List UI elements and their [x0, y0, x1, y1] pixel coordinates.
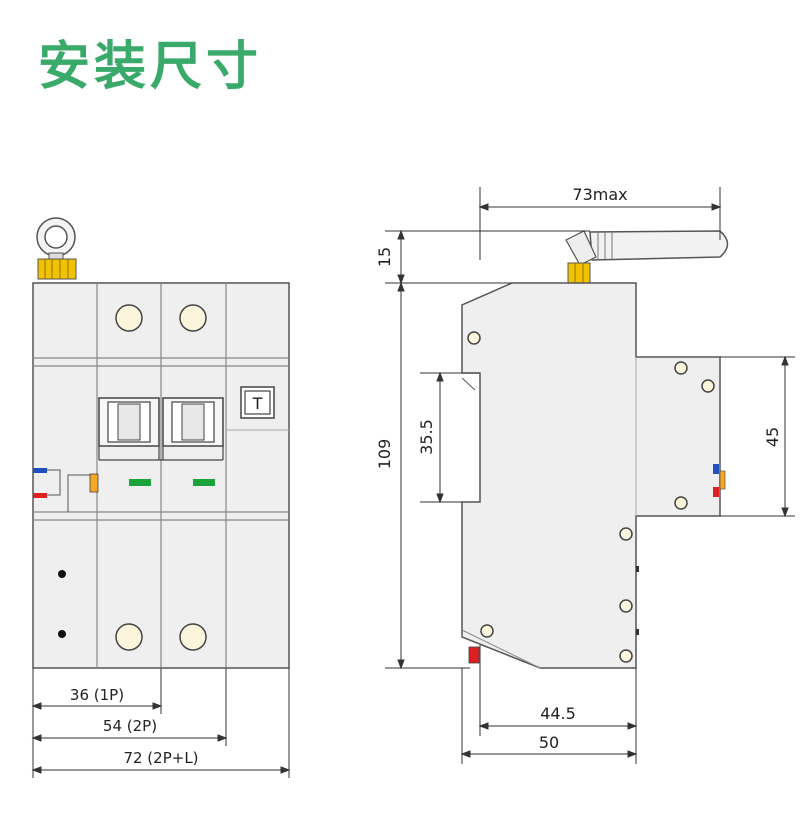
test-button: T: [240, 386, 275, 419]
status-indicator: [193, 479, 215, 486]
dimension-label: 109: [375, 439, 394, 470]
dimension-label: 44.5: [540, 704, 576, 723]
breaker-side-profile: [461, 282, 721, 669]
status-indicator: [129, 479, 151, 486]
dimension-label: 73max: [572, 185, 627, 204]
dimension-label: 45: [763, 427, 782, 447]
front-view: T 36 (1P) 54 (2P) 72 (2P+L): [31, 217, 291, 778]
page-title: 安装尺寸: [38, 37, 263, 97]
status-indicator: [89, 473, 99, 493]
dimension-label: 50: [539, 733, 559, 752]
dimension-label: 54 (2P): [103, 717, 157, 735]
antenna-icon: [36, 217, 77, 280]
terminal-screw-icon: [115, 623, 207, 651]
test-button-label: T: [252, 394, 263, 413]
dimension-label: 35.5: [417, 419, 436, 455]
toggle-lever-icon: [98, 397, 224, 461]
dimension-label: 15: [375, 247, 394, 267]
antenna-icon: [565, 230, 729, 284]
dimension-label: 36 (1P): [70, 686, 124, 704]
terminal-screw-icon: [115, 304, 207, 332]
dimension-label: 72 (2P+L): [123, 749, 198, 767]
side-dimensions: [385, 187, 795, 764]
front-dimensions: [31, 668, 291, 778]
terminal-screw-icon: [467, 331, 715, 663]
side-view: 73max 15 109 35.5 45 44.5 50: [375, 185, 795, 764]
